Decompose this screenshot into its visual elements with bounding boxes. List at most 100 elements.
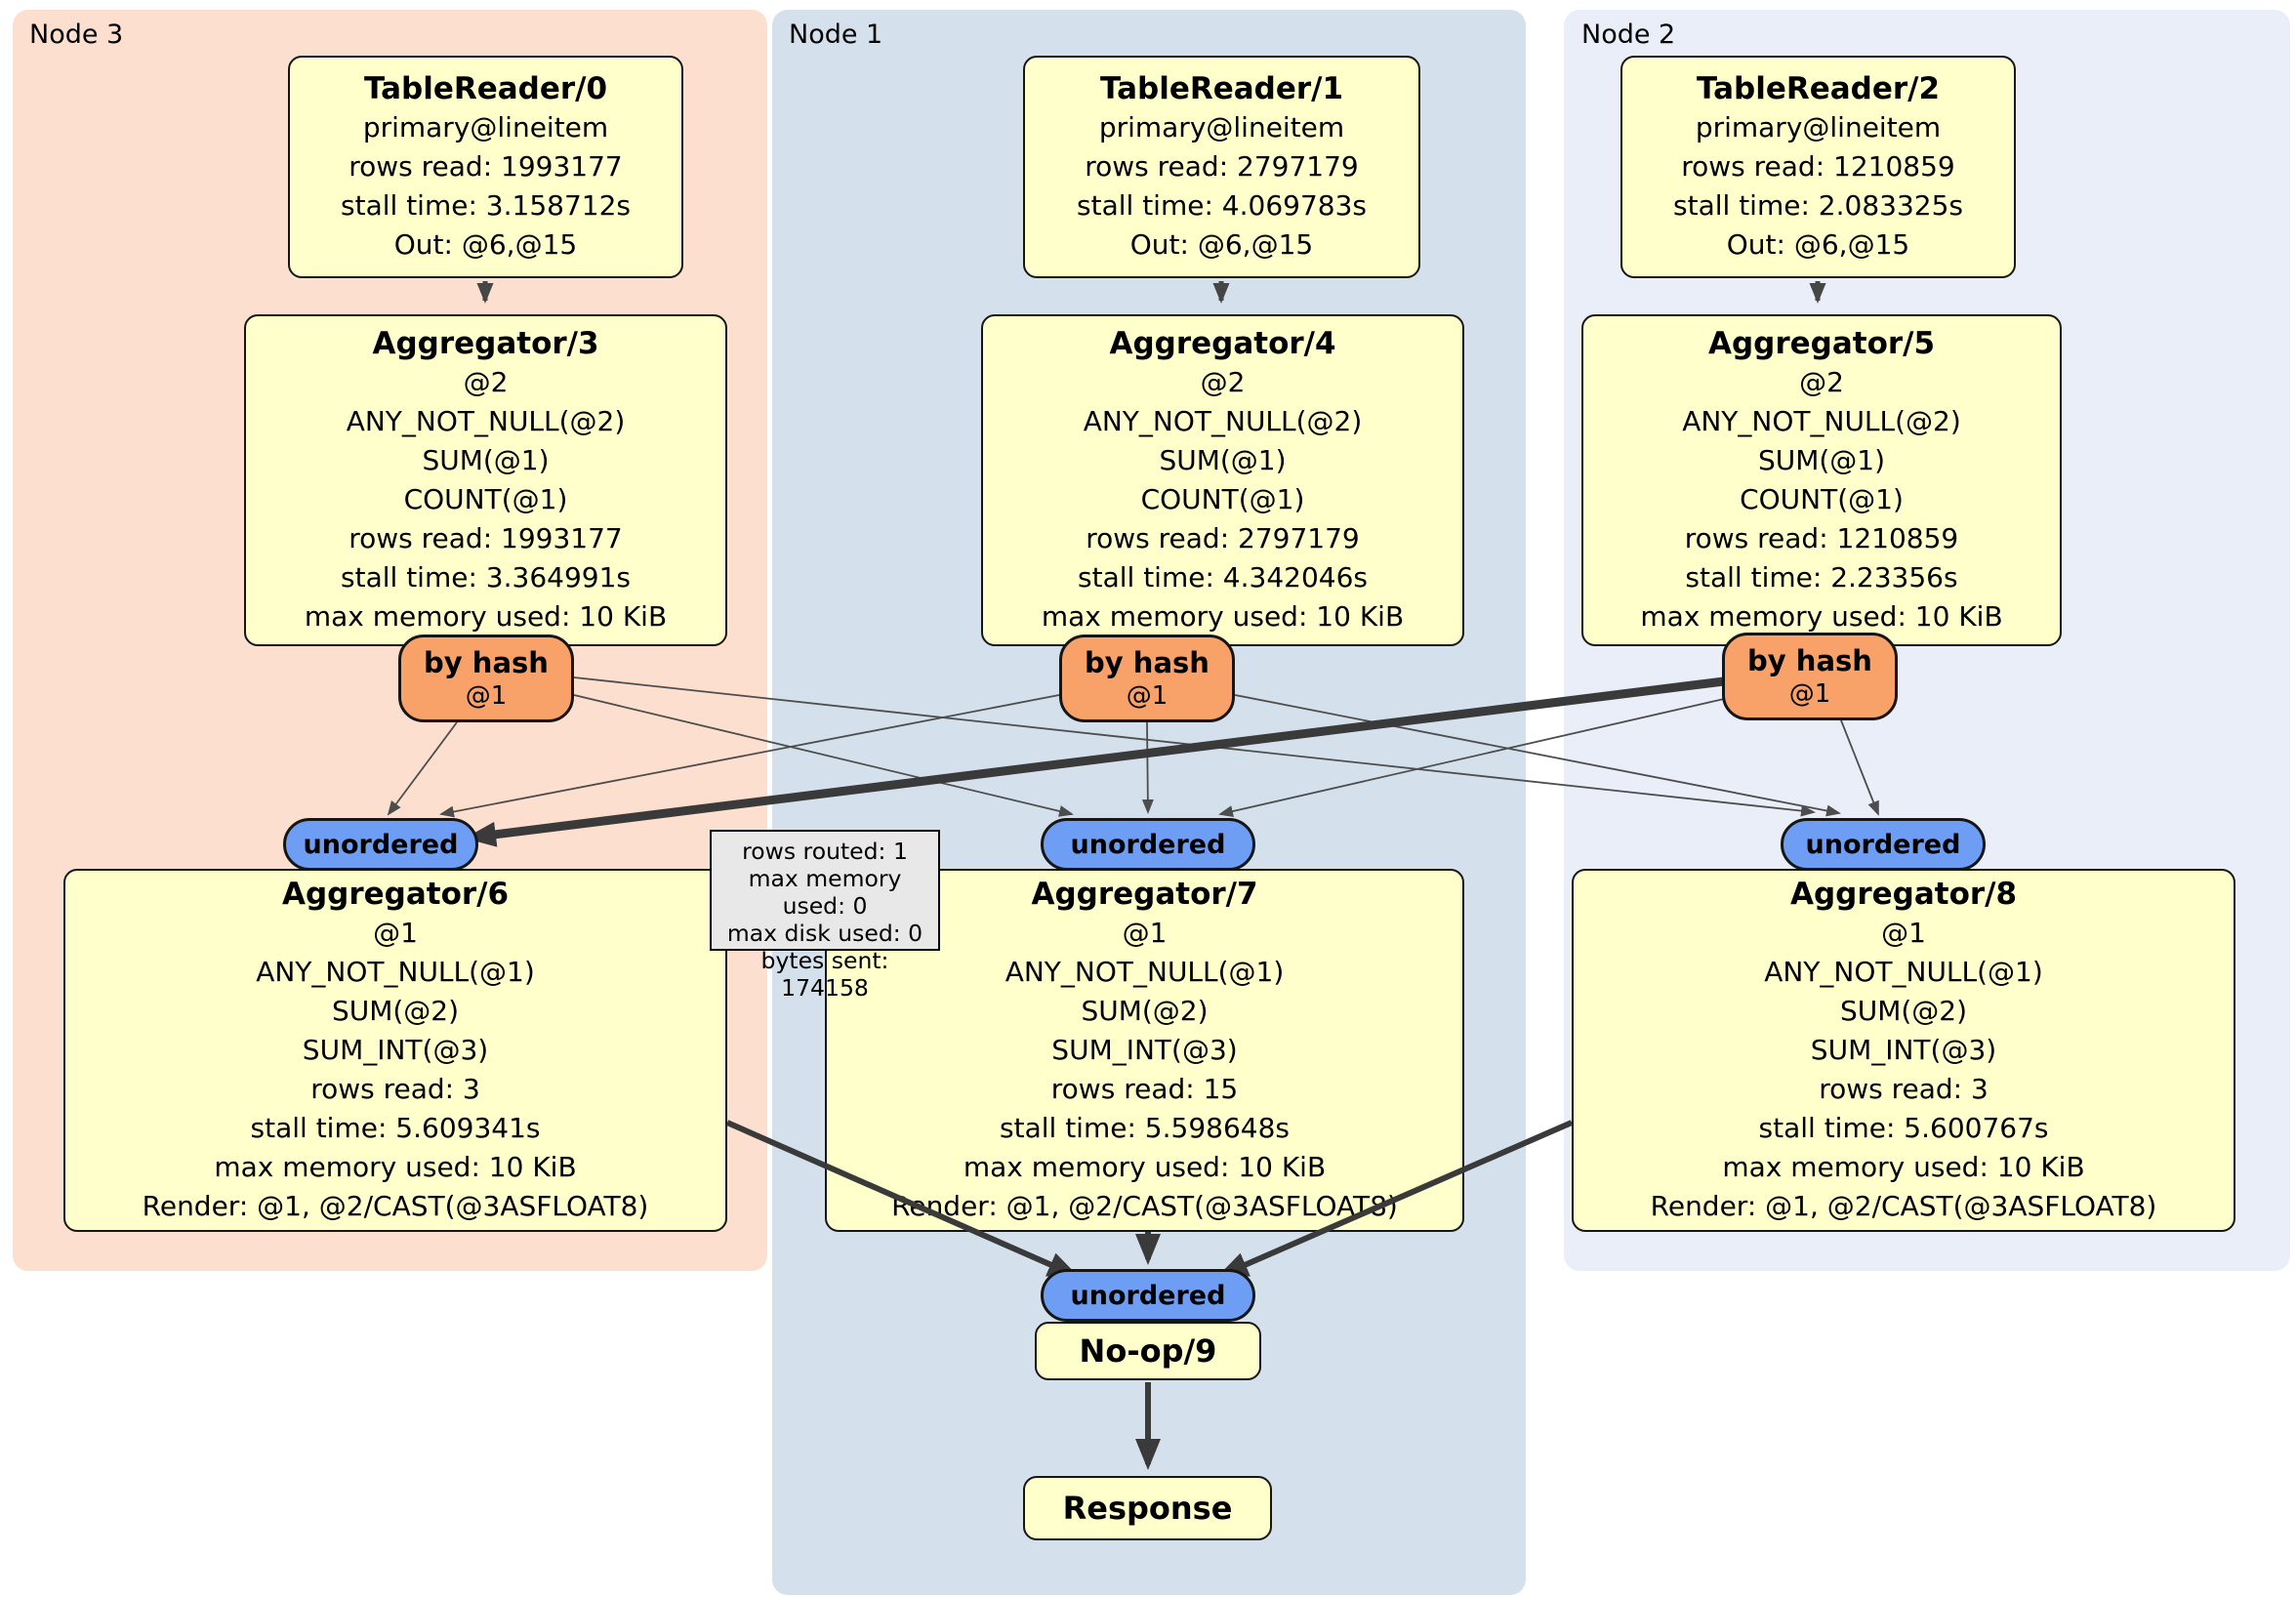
processor-detail: SUM(@2) (1081, 995, 1209, 1027)
router-key: @1 (1126, 681, 1168, 711)
processor-detail: @1 (1881, 917, 1926, 949)
node3-label: Node 3 (29, 20, 124, 50)
processor-noop-9: No-op/9 (1035, 1322, 1261, 1380)
processor-title: Aggregator/6 (281, 877, 510, 912)
processor-detail: rows read: 1210859 (1684, 522, 1959, 554)
processor-detail: primary@lineitem (362, 111, 609, 143)
processor-detail: Out: @6,@15 (393, 228, 578, 261)
processor-detail: COUNT(@1) (1140, 483, 1305, 515)
processor-detail: ANY_NOT_NULL(@2) (346, 405, 626, 437)
router-byhash-4: by hash @1 (1059, 635, 1235, 722)
processor-detail: rows read: 3 (1819, 1073, 1988, 1105)
processor-detail: stall time: 5.598648s (1000, 1112, 1290, 1144)
router-byhash-5: by hash @1 (1722, 633, 1898, 720)
processor-detail: SUM_INT(@3) (1051, 1034, 1238, 1066)
processor-title: TableReader/1 (1099, 71, 1344, 106)
processor-detail: rows read: 1993177 (348, 522, 623, 554)
sync-label: unordered (1070, 829, 1226, 860)
processor-detail: SUM(@1) (422, 444, 550, 476)
processor-detail: stall time: 5.609341s (250, 1112, 541, 1144)
processor-detail: SUM(@1) (1159, 444, 1287, 476)
processor-detail: stall time: 4.342046s (1078, 561, 1368, 594)
sync-label: unordered (303, 829, 459, 860)
sync-unordered-7: unordered (1041, 818, 1255, 871)
processor-detail: Out: @6,@15 (1726, 228, 1910, 261)
tooltip-line: bytes sent: 174158 (760, 947, 889, 1002)
sync-label: unordered (1805, 829, 1961, 860)
processor-detail: rows read: 2797179 (1085, 150, 1359, 183)
processor-detail: ANY_NOT_NULL(@1) (1004, 956, 1285, 988)
sync-label: unordered (1070, 1280, 1226, 1311)
processor-aggregator-5: Aggregator/5 @2 ANY_NOT_NULL(@2) SUM(@1)… (1581, 314, 2062, 646)
processor-title: Aggregator/3 (372, 326, 599, 361)
processor-detail: @1 (373, 917, 418, 949)
processor-title: Aggregator/7 (1031, 877, 1258, 912)
sync-unordered-8: unordered (1781, 818, 1986, 871)
processor-detail: Out: @6,@15 (1129, 228, 1314, 261)
processor-title: Response (1062, 1490, 1233, 1527)
processor-detail: stall time: 3.158712s (341, 189, 631, 222)
processor-detail: @2 (1200, 366, 1246, 398)
processor-detail: SUM(@2) (331, 995, 460, 1027)
processor-detail: SUM_INT(@3) (1810, 1034, 1997, 1066)
processor-detail: @2 (1799, 366, 1844, 398)
processor-detail: SUM(@1) (1757, 444, 1886, 476)
processor-aggregator-4: Aggregator/4 @2 ANY_NOT_NULL(@2) SUM(@1)… (981, 314, 1464, 646)
processor-title: Aggregator/8 (1789, 877, 2018, 912)
response-box: Response (1023, 1476, 1272, 1540)
processor-detail: ANY_NOT_NULL(@2) (1682, 405, 1961, 437)
processor-detail: max memory used: 10 KiB (1640, 600, 2003, 633)
edge-stats-tooltip: rows routed: 1 max memory used: 0 max di… (710, 830, 940, 1002)
processor-detail: stall time: 2.23356s (1685, 561, 1958, 594)
processor-title: Aggregator/4 (1109, 326, 1336, 361)
processor-tablereader-2: TableReader/2 primary@lineitem rows read… (1620, 56, 2016, 278)
processor-detail: primary@lineitem (1098, 111, 1345, 143)
processor-detail: max memory used: 10 KiB (1722, 1151, 2085, 1183)
processor-detail: COUNT(@1) (403, 483, 568, 515)
processor-detail: rows read: 1210859 (1681, 150, 1955, 183)
processor-detail: max memory used: 10 KiB (214, 1151, 577, 1183)
processor-detail: COUNT(@1) (1740, 483, 1904, 515)
processor-detail: SUM_INT(@3) (302, 1034, 489, 1066)
processor-detail: max memory used: 10 KiB (963, 1151, 1327, 1183)
processor-detail: @2 (463, 366, 509, 398)
processor-detail: ANY_NOT_NULL(@1) (1764, 956, 2043, 988)
processor-detail: SUM(@2) (1839, 995, 1968, 1027)
processor-title: TableReader/2 (1696, 71, 1941, 106)
processor-detail: Render: @1, @2/CAST(@3ASFLOAT8) (1650, 1190, 2157, 1222)
processor-detail: stall time: 5.600767s (1758, 1112, 2049, 1144)
processor-detail: ANY_NOT_NULL(@1) (256, 956, 535, 988)
router-byhash-3: by hash @1 (398, 635, 574, 722)
processor-aggregator-6: Aggregator/6 @1 ANY_NOT_NULL(@1) SUM(@2)… (63, 869, 727, 1232)
processor-aggregator-8: Aggregator/8 @1 ANY_NOT_NULL(@1) SUM(@2)… (1572, 869, 2235, 1232)
tooltip-line: max disk used: 0 (726, 920, 923, 947)
processor-detail: rows read: 1993177 (348, 150, 623, 183)
sync-unordered-9: unordered (1041, 1269, 1255, 1322)
router-label: by hash (424, 646, 549, 679)
processor-tablereader-1: TableReader/1 primary@lineitem rows read… (1023, 56, 1420, 278)
tooltip-line: max memory used: 0 (748, 865, 902, 920)
processor-detail: Render: @1, @2/CAST(@3ASFLOAT8) (891, 1190, 1398, 1222)
sync-unordered-6: unordered (283, 818, 478, 871)
processor-detail: max memory used: 10 KiB (1041, 600, 1405, 633)
processor-detail: stall time: 3.364991s (341, 561, 631, 594)
processor-tablereader-0: TableReader/0 primary@lineitem rows read… (288, 56, 683, 278)
processor-detail: primary@lineitem (1695, 111, 1942, 143)
processor-title: Aggregator/5 (1707, 326, 1936, 361)
processor-detail: ANY_NOT_NULL(@2) (1083, 405, 1363, 437)
processor-title: TableReader/0 (363, 71, 608, 106)
processor-title: No-op/9 (1079, 1332, 1217, 1370)
processor-detail: stall time: 2.083325s (1673, 189, 1963, 222)
processor-detail: rows read: 2797179 (1086, 522, 1360, 554)
node1-label: Node 1 (789, 20, 883, 50)
processor-detail: Render: @1, @2/CAST(@3ASFLOAT8) (142, 1190, 649, 1222)
processor-detail: rows read: 15 (1050, 1073, 1239, 1105)
processor-detail: max memory used: 10 KiB (304, 600, 668, 633)
router-label: by hash (1085, 646, 1210, 679)
router-key: @1 (1788, 679, 1831, 709)
processor-detail: stall time: 4.069783s (1077, 189, 1367, 222)
processor-aggregator-3: Aggregator/3 @2 ANY_NOT_NULL(@2) SUM(@1)… (244, 314, 727, 646)
router-label: by hash (1747, 644, 1872, 677)
router-key: @1 (465, 681, 508, 711)
